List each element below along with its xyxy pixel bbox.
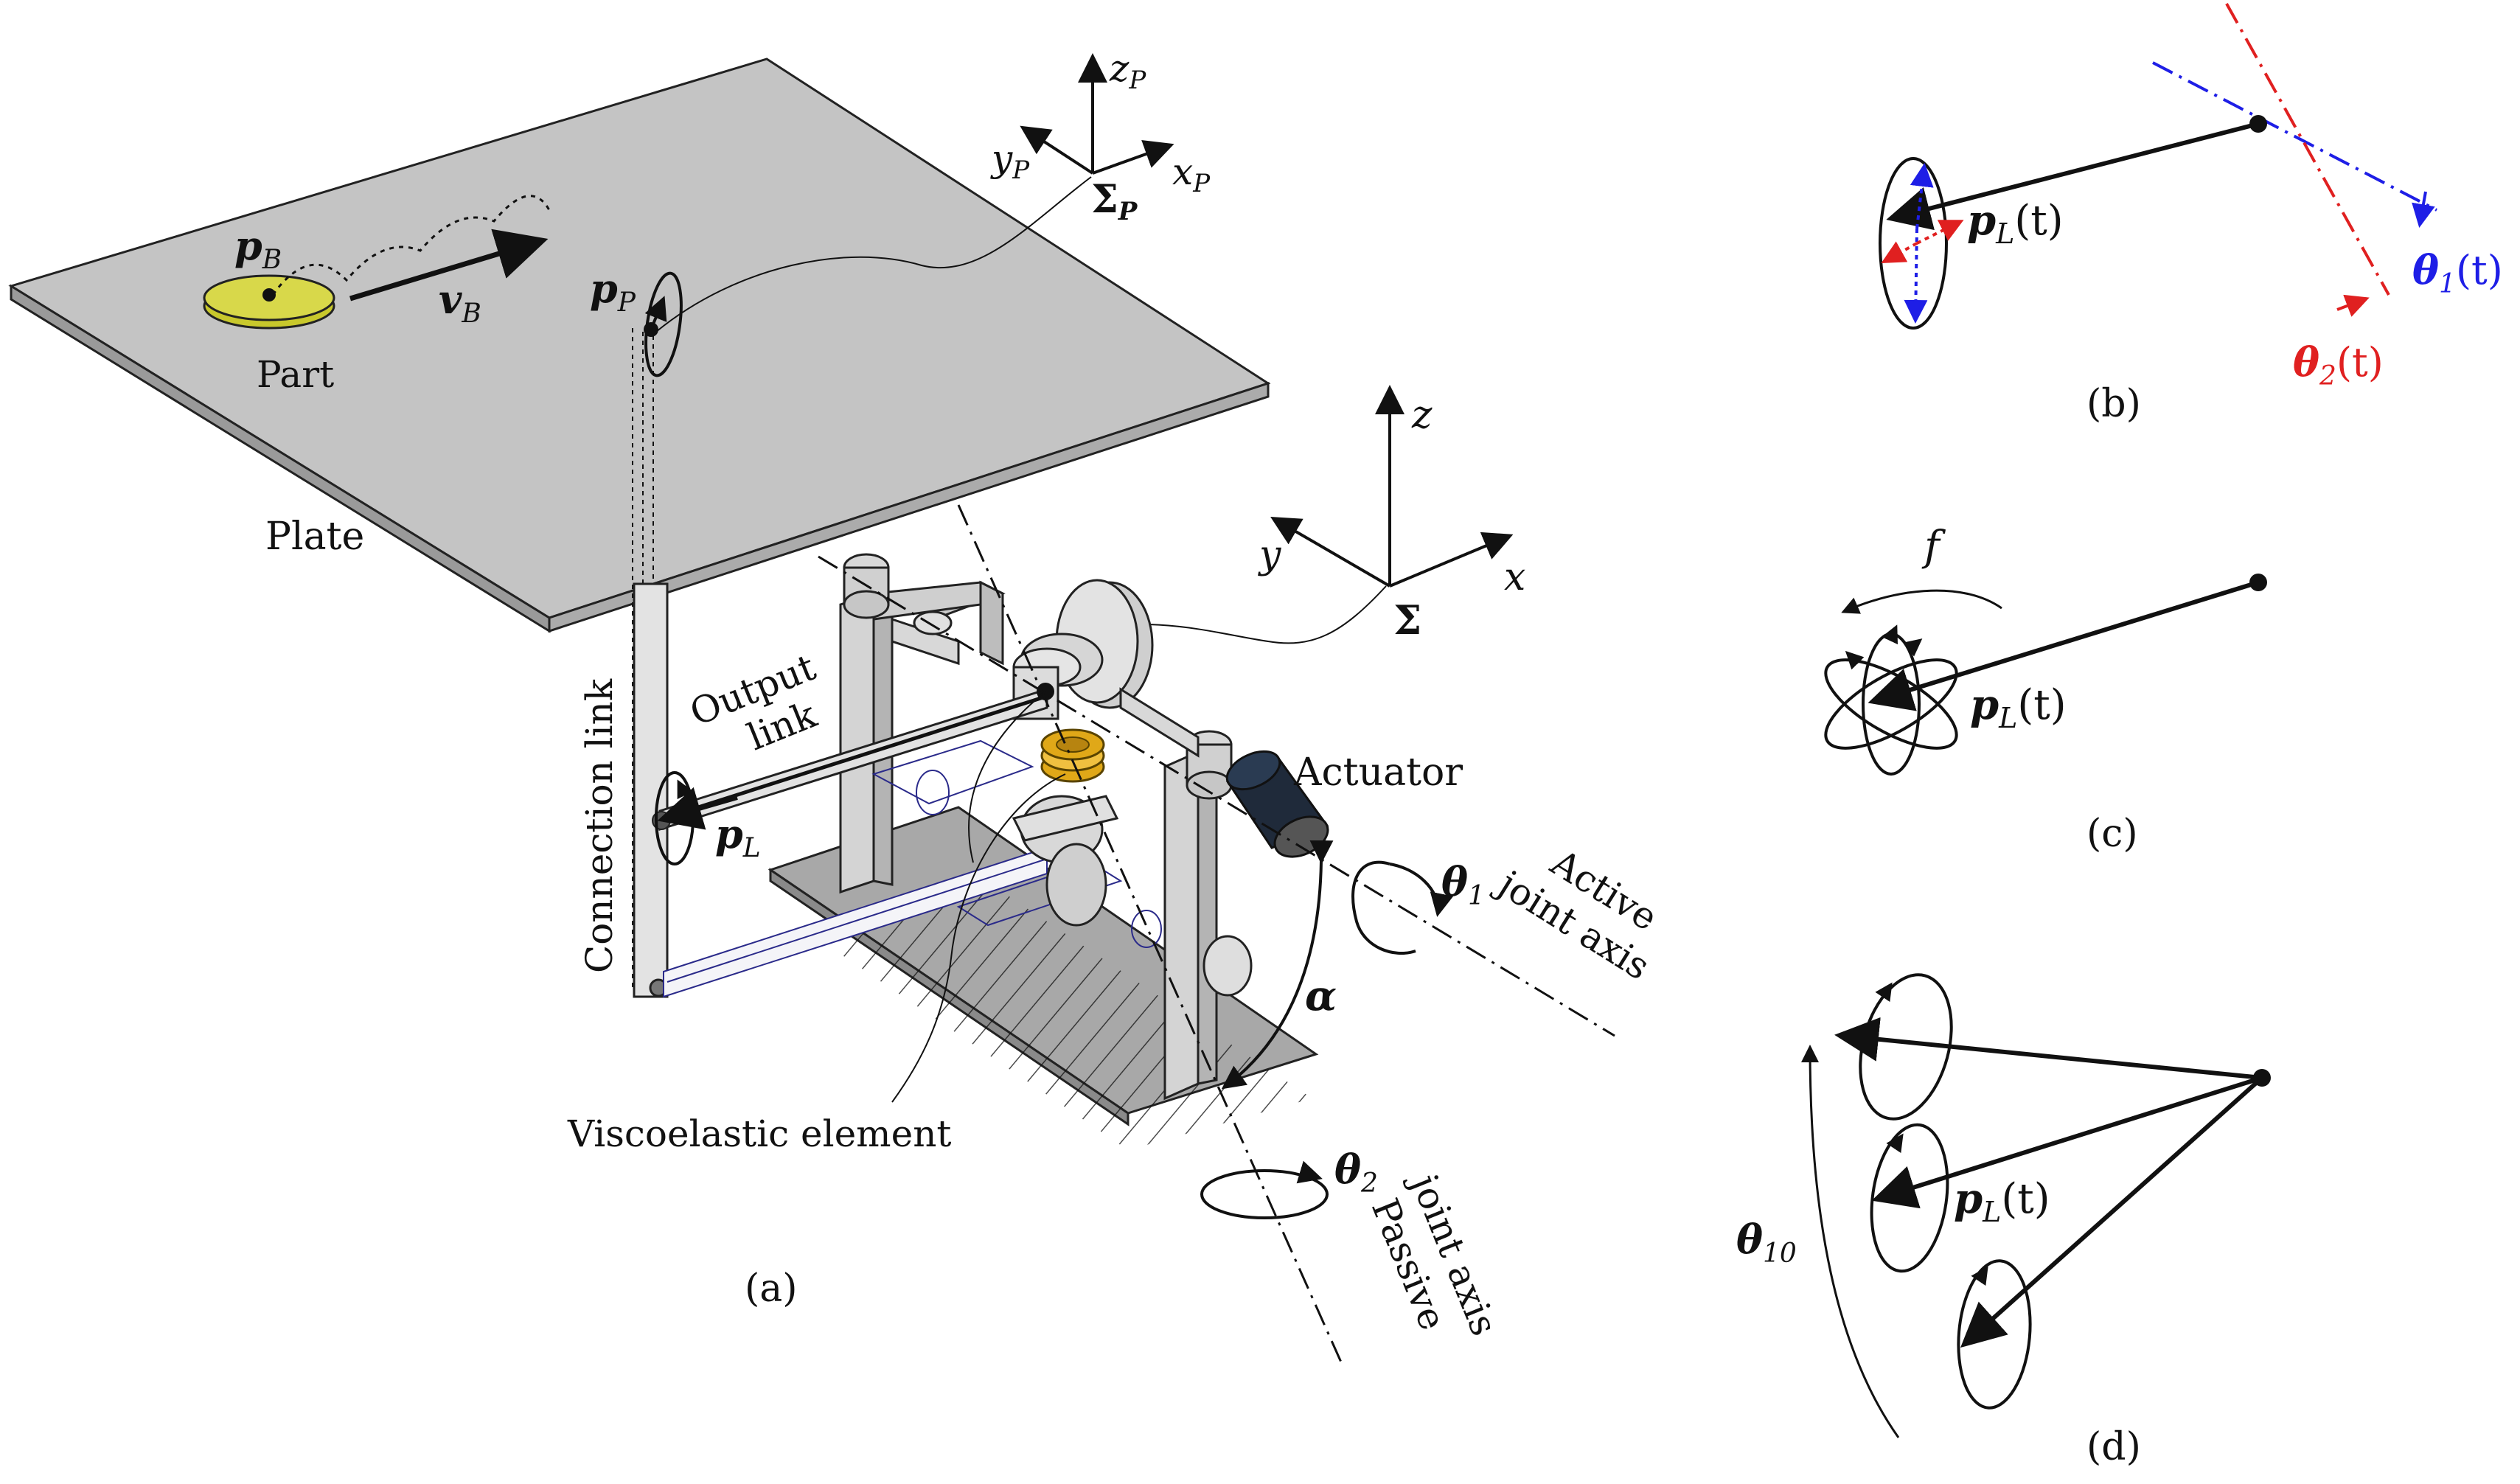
caption-d: (d) xyxy=(2086,1425,2141,1469)
right-frame xyxy=(1119,687,1253,1101)
left-frame xyxy=(839,553,1006,894)
alpha-arc xyxy=(1221,840,1334,1090)
label-x: x xyxy=(1504,555,1525,599)
b-label-theta2: θ2(t) xyxy=(2293,338,2384,391)
label-pP: pP xyxy=(590,265,636,318)
leader-curve xyxy=(968,691,1046,863)
label-part: Part xyxy=(257,353,334,396)
panel-c: f pL(t) (c) xyxy=(1824,523,2267,856)
passive-joint-axis xyxy=(957,504,1343,1365)
caption-c: (c) xyxy=(2086,812,2138,856)
label-alpha: α xyxy=(1305,972,1337,1020)
label-y: y xyxy=(1258,533,1281,577)
label-xP: xP xyxy=(1172,150,1211,198)
caption-b: (b) xyxy=(2086,382,2141,426)
b-label-theta1: θ1(t) xyxy=(2412,246,2503,299)
plate-frame xyxy=(1020,53,1174,175)
label-theta1: θ1 xyxy=(1441,858,1485,911)
part xyxy=(203,195,551,330)
d-rotation-arc xyxy=(1801,1045,1900,1438)
label-pL: pL xyxy=(715,810,761,863)
label-Sigma-P: ΣP xyxy=(1091,177,1138,226)
panel-a: zP yP xP ΣP pB vB pP Part Plate z y x Σ … xyxy=(8,47,1681,1365)
b-axis-theta2 xyxy=(2225,3,2390,296)
plate xyxy=(8,58,1271,633)
label-output-link: Outputlink xyxy=(684,646,838,776)
c-label-f: f xyxy=(1921,523,1946,571)
panel-d: pL(t) θ10 (d) xyxy=(1736,973,2271,1469)
label-zP: zP xyxy=(1109,47,1146,95)
velocity-arrow xyxy=(349,229,549,302)
b-label-pL: pL(t) xyxy=(1967,196,2064,250)
label-connection-link: Connection link xyxy=(578,678,621,973)
label-theta2: θ2 xyxy=(1334,1146,1378,1199)
label-Sigma: Σ xyxy=(1393,596,1421,644)
viscoelastic-leader xyxy=(891,773,1066,1103)
caption-a: (a) xyxy=(745,1267,798,1311)
label-vB: vB xyxy=(439,276,481,329)
label-plate: Plate xyxy=(265,515,364,559)
theta2-rotation-arrow xyxy=(1200,1160,1329,1219)
b-axis-theta1 xyxy=(2152,61,2437,212)
label-z: z xyxy=(1411,393,1433,437)
output-point xyxy=(655,771,738,865)
label-yP: yP xyxy=(990,137,1030,185)
c-label-pL: pL(t) xyxy=(1970,680,2067,734)
label-actuator: Actuator xyxy=(1293,750,1463,795)
d-label-theta10: θ10 xyxy=(1736,1216,1797,1269)
d-label-pL: pL(t) xyxy=(1954,1174,2050,1228)
c-frequency-arc xyxy=(1841,589,2002,614)
label-active-joint-axis: Activejoint axis xyxy=(1488,821,1681,988)
panel-b: pL(t) θ1(t) θ2(t) (b) xyxy=(1879,3,2503,426)
connection-link xyxy=(633,582,669,998)
label-passive-joint-axis: Passivejoint axis xyxy=(1359,1166,1506,1359)
label-pB: pB xyxy=(234,222,282,275)
label-viscoelastic-element: Viscoelastic element xyxy=(567,1112,951,1155)
theta1-rotation-arrow xyxy=(1351,860,1454,955)
active-joint-axis xyxy=(818,555,1615,1037)
